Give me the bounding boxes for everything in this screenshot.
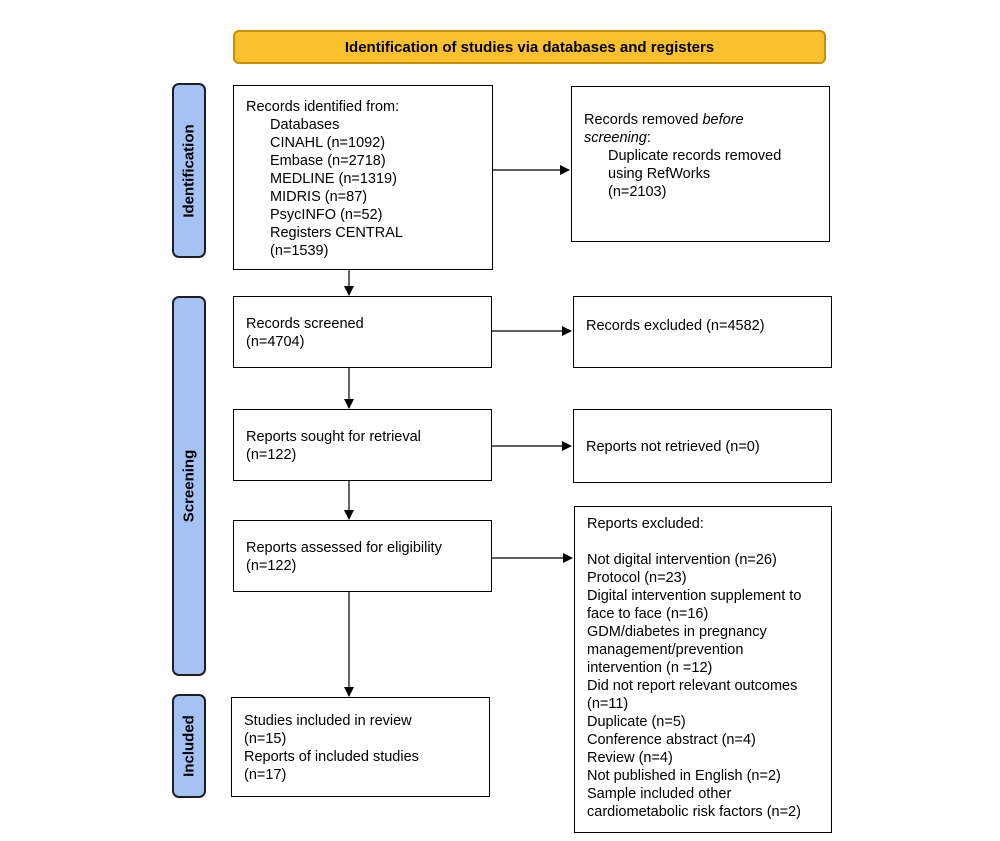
- records-identified-box: Records identified from: Databases CINAH…: [233, 85, 493, 270]
- removed-line: using RefWorks: [608, 166, 711, 182]
- records-identified-heading: Records identified from:: [246, 99, 400, 115]
- identified-line: MIDRIS (n=87): [270, 189, 368, 205]
- records-excluded-box: Records excluded (n=4582): [573, 296, 832, 368]
- identified-line: (n=1539): [270, 243, 329, 259]
- reports-not-retrieved-box: Reports not retrieved (n=0): [573, 409, 832, 483]
- excluded-reason: GDM/diabetes in pregnancy: [587, 624, 767, 640]
- excluded-reason: Protocol (n=23): [587, 570, 687, 586]
- records-screened-box: Records screened (n=4704): [233, 296, 492, 368]
- identified-line: MEDLINE (n=1319): [270, 171, 397, 187]
- included-line: (n=17): [244, 767, 287, 783]
- excluded-reason: (n=11): [587, 696, 629, 712]
- excluded-reason: Sample included other: [587, 786, 732, 802]
- reports-assessed-label: Reports assessed for eligibility: [246, 540, 442, 556]
- reports-not-retrieved-label: Reports not retrieved (n=0): [586, 439, 760, 455]
- excluded-reason: Not digital intervention (n=26): [587, 552, 777, 568]
- phase-screening: Screening: [172, 296, 206, 676]
- records-removed-heading-line2: screening:: [584, 129, 817, 147]
- excluded-reason: Duplicate (n=5): [587, 714, 686, 730]
- records-screened-label: Records screened: [246, 316, 364, 332]
- records-screened-count: (n=4704): [246, 334, 305, 350]
- identified-line: Databases: [270, 117, 340, 133]
- identified-line: Registers CENTRAL: [270, 225, 403, 241]
- records-removed-box: Records removed before screening: Duplic…: [571, 86, 830, 242]
- records-removed-heading-italic: before: [702, 112, 744, 128]
- reports-sought-box: Reports sought for retrieval (n=122): [233, 409, 492, 481]
- included-line: Studies included in review: [244, 713, 412, 729]
- reports-assessed-box: Reports assessed for eligibility (n=122): [233, 520, 492, 592]
- reports-sought-label: Reports sought for retrieval: [246, 429, 421, 445]
- included-box: Studies included in review (n=15) Report…: [231, 697, 490, 797]
- reports-assessed-count: (n=122): [246, 558, 297, 574]
- included-line: Reports of included studies: [244, 749, 419, 765]
- phase-included: Included: [172, 694, 206, 798]
- excluded-reason: Digital intervention supplement to: [587, 588, 802, 604]
- excluded-reason: Conference abstract (n=4): [587, 732, 756, 748]
- identified-line: PsycINFO (n=52): [270, 207, 383, 223]
- records-removed-heading-italic-2: screening: [584, 130, 647, 146]
- identified-line: Embase (n=2718): [270, 153, 386, 169]
- excluded-reason: Review (n=4): [587, 750, 673, 766]
- records-removed-heading: Records removed before: [584, 111, 817, 129]
- phase-identification: Identification: [172, 83, 206, 258]
- records-excluded-label: Records excluded (n=4582): [586, 318, 765, 334]
- included-line: (n=15): [244, 731, 287, 747]
- header-title: Identification of studies via databases …: [344, 38, 715, 56]
- identified-line: CINAHL (n=1092): [270, 135, 386, 151]
- reports-excluded-heading: Reports excluded:: [587, 516, 704, 532]
- reports-excluded-box: Reports excluded: Not digital interventi…: [574, 506, 832, 833]
- excluded-reason: face to face (n=16): [587, 606, 709, 622]
- excluded-reason: cardiometabolic risk factors (n=2): [587, 804, 801, 820]
- records-removed-heading-colon: :: [646, 130, 651, 146]
- header-banner: Identification of studies via databases …: [233, 30, 826, 64]
- excluded-reason: Not published in English (n=2): [587, 768, 781, 784]
- reports-sought-count: (n=122): [246, 447, 297, 463]
- excluded-reason: Did not report relevant outcomes: [587, 678, 798, 694]
- records-removed-heading-plain: Records removed: [584, 112, 703, 128]
- removed-line: (n=2103): [608, 184, 667, 200]
- removed-line: Duplicate records removed: [608, 148, 782, 164]
- excluded-reason: intervention (n =12): [587, 660, 713, 676]
- excluded-reason: management/prevention: [587, 642, 744, 658]
